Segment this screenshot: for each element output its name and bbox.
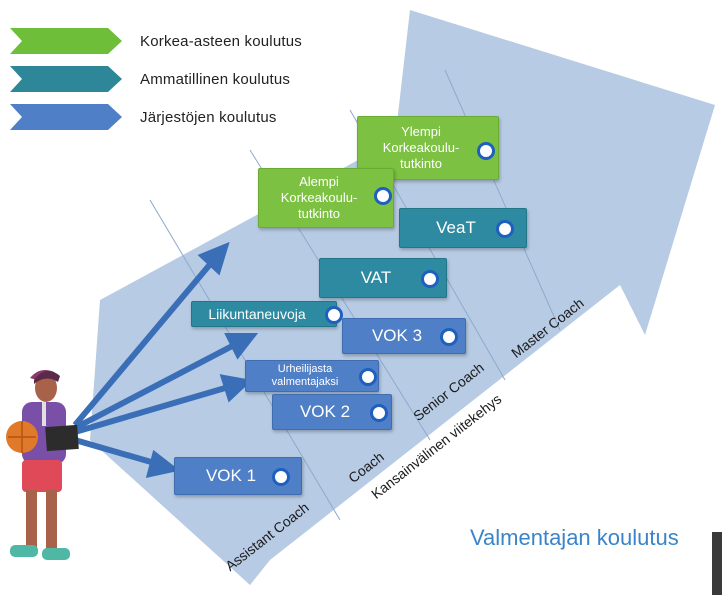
liikuntaneuvoja-marker-icon	[325, 306, 343, 324]
box-vok2-label: VOK 2	[299, 402, 351, 421]
box-alempi-line-3: tutkinto	[298, 206, 340, 221]
diagram-title: Valmentajan koulutus	[470, 525, 679, 550]
vok2-marker-icon	[370, 404, 388, 422]
vat-marker-icon	[421, 270, 439, 288]
divider-4	[444, 69, 561, 331]
box-ylempi-line-2: Korkeakoulu-	[382, 140, 460, 155]
box-liikuntaneuvoja-label: Liikuntaneuvoja	[208, 306, 306, 322]
box-vok1-label: VOK 1	[205, 466, 257, 485]
urheilijasta-marker-icon	[359, 368, 377, 386]
box-urheilijasta-line-1: Urheilijasta	[277, 363, 333, 375]
box-veat-label: VeaT	[436, 218, 476, 237]
legend-label-ammatillinen: Ammatillinen koulutus	[140, 70, 291, 88]
legend-item-korkea: Korkea-asteen koulutus	[10, 28, 302, 54]
vok3-marker-icon	[440, 328, 458, 346]
chevron-green-icon	[10, 28, 122, 54]
legend-item-jarjestojen: Järjestöjen koulutus	[10, 104, 277, 130]
pointer-arrows	[72, 241, 259, 478]
box-ylempi-korkeakoulututkinto: Ylempi Korkeakoulu- tutkinto	[357, 116, 499, 180]
box-vok2: VOK 2	[272, 394, 392, 430]
corner-panel	[712, 532, 722, 595]
legend-label-korkea: Korkea-asteen koulutus	[140, 32, 302, 50]
box-liikuntaneuvoja: Liikuntaneuvoja	[191, 301, 343, 327]
veat-marker-icon	[496, 220, 514, 238]
chevron-teal-icon	[10, 66, 122, 92]
legend-label-jarjestojen: Järjestöjen koulutus	[140, 108, 277, 126]
box-alempi-line-1: Alempi	[299, 174, 339, 189]
box-urheilijasta-line-2: valmentajaksi	[271, 376, 339, 388]
ylempi-marker-icon	[477, 142, 495, 160]
box-vok3: VOK 3	[342, 318, 466, 354]
box-ylempi-line-3: tutkinto	[400, 156, 442, 171]
box-alempi-korkeakoulututkinto: Alempi Korkeakoulu- tutkinto	[258, 168, 394, 228]
chevron-blue-icon	[10, 104, 122, 130]
box-veat: VeaT	[399, 208, 527, 248]
alempi-marker-icon	[374, 187, 392, 205]
box-vok3-label: VOK 3	[371, 326, 423, 345]
coach-figure	[6, 370, 79, 560]
box-urheilijasta-valmentajaksi: Urheilijasta valmentajaksi	[245, 360, 379, 392]
box-vok1: VOK 1	[174, 457, 302, 495]
box-vat: VAT	[319, 258, 447, 298]
box-vat-label: VAT	[360, 268, 392, 287]
legend-item-ammatillinen: Ammatillinen koulutus	[10, 66, 290, 92]
box-ylempi-line-1: Ylempi	[401, 124, 441, 139]
vok1-marker-icon	[272, 468, 290, 486]
box-alempi-line-2: Korkeakoulu-	[280, 190, 358, 205]
